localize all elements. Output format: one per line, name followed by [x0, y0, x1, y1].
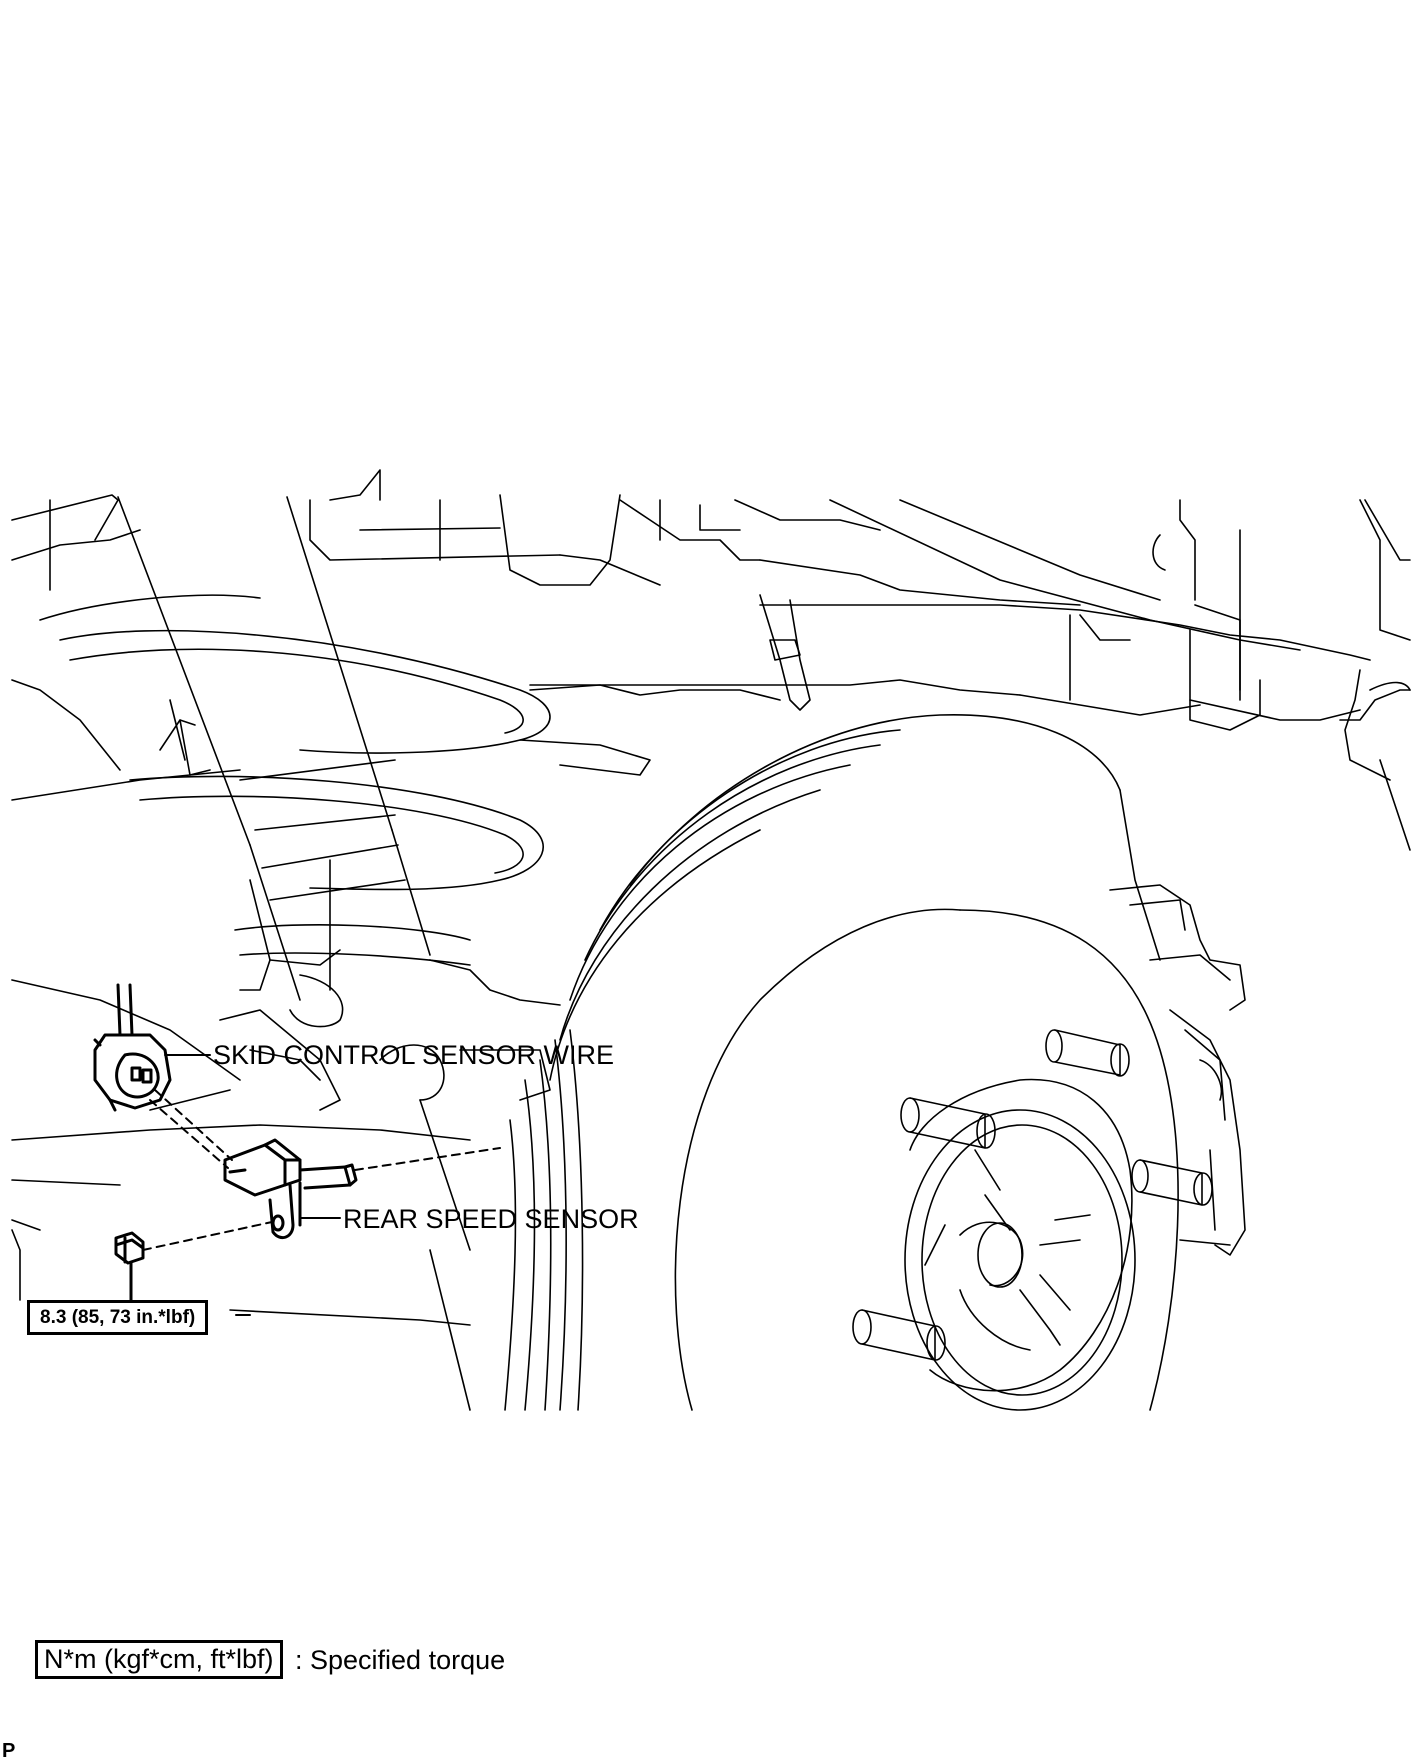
wheel-stud-4: [852, 1309, 946, 1361]
skid-control-sensor-wire-connector: [93, 983, 172, 1112]
wheel-stud-3: [1131, 1159, 1213, 1206]
alignment-dashed-lines: [142, 1089, 501, 1251]
axle-hub: [904, 1078, 1136, 1411]
corner-mark: P: [2, 1740, 16, 1762]
torque-unit-legend-box: N*m (kgf*cm, ft*lbf): [35, 1640, 283, 1679]
leader-lines: [164, 1054, 341, 1316]
coil-spring: [39, 594, 651, 966]
wheel-stud-1: [1045, 1029, 1130, 1077]
torque-legend-description: : Specified torque: [295, 1645, 506, 1675]
chassis-frame: [11, 469, 1411, 851]
brake-disc: [504, 714, 1179, 1411]
torque-value-box: 8.3 (85, 73 in.*lbf): [27, 1300, 209, 1335]
lower-arm: [11, 699, 561, 1411]
sensor-mounting-nut: [114, 1231, 145, 1302]
brake-caliper: [1109, 884, 1246, 1256]
skid-control-sensor-wire-label: SKID CONTROL SENSOR WIRE: [213, 1040, 615, 1070]
wheel-stud-2: [900, 1097, 996, 1149]
rear-speed-sensor-label: REAR SPEED SENSOR: [343, 1204, 639, 1234]
rear-speed-sensor: [223, 1138, 358, 1240]
shock-absorber: [117, 496, 431, 1001]
